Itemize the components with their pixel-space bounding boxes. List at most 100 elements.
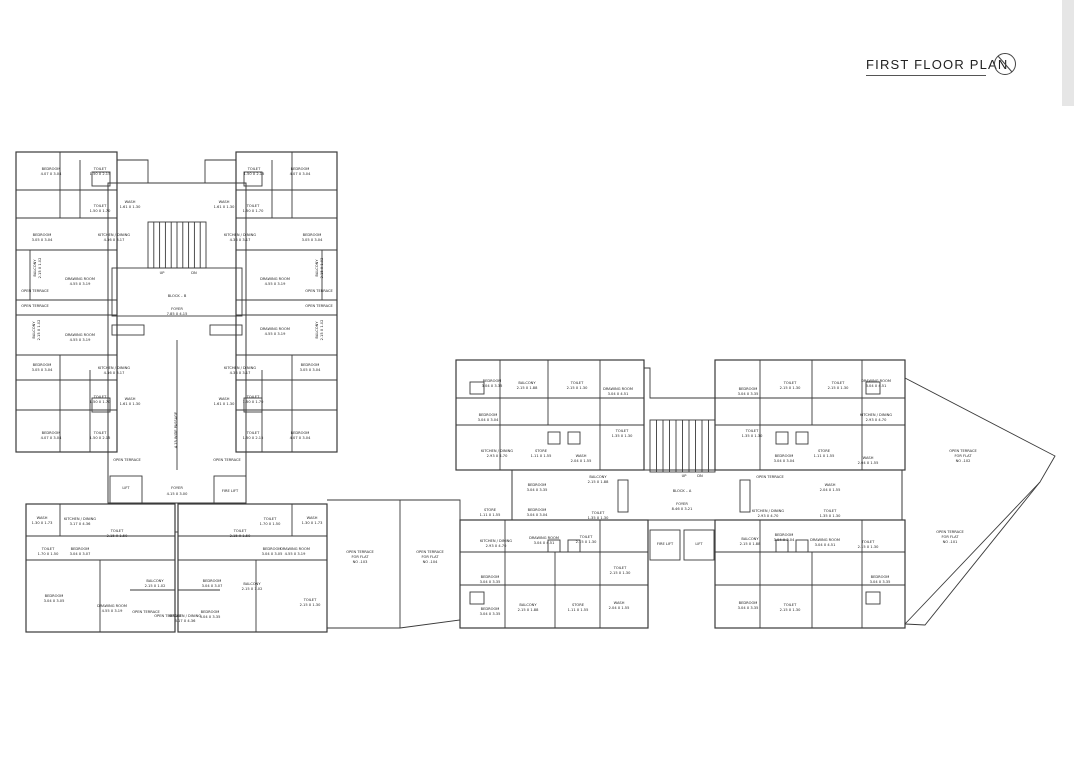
room-size: 1.35 X 1.30	[742, 434, 763, 438]
terrace-label-101: OPEN TERRACE	[936, 530, 964, 534]
room-name: TOILET	[41, 547, 55, 551]
room-name: TOILET	[823, 509, 837, 513]
room-name: DRAWING ROOM	[280, 547, 310, 551]
room-name: TOILET	[247, 167, 261, 171]
room-name: DRAWING ROOM	[529, 536, 559, 540]
block-b-se-flat	[177, 503, 328, 633]
furniture	[795, 539, 809, 553]
stair-up-label: UP	[160, 271, 166, 275]
room-size: 1.30 X 1.73	[302, 521, 323, 525]
room-size: 3.04 X 3.07	[202, 584, 223, 588]
block-b-core	[107, 182, 247, 504]
furniture	[567, 431, 581, 445]
terrace-outline	[327, 499, 461, 629]
room-size: 2.15 X 1.02	[242, 587, 263, 591]
room-name: OPEN TERRACE	[154, 614, 182, 618]
room-size: 2.15 X 1.88	[518, 608, 539, 612]
room-name: BALCONY	[33, 259, 37, 277]
room-name: TOILET	[233, 529, 247, 533]
room-size: 3.05 X 3.04	[32, 368, 53, 372]
room-size: 1.61 X 1.30	[214, 402, 235, 406]
room-size: 4.36 X 3.17	[104, 238, 125, 242]
room-name: BEDROOM	[479, 413, 498, 417]
room-name: DRAWING ROOM	[65, 333, 95, 337]
terrace-label-101: FOR FLAT	[941, 535, 959, 539]
block-b-label: BLOCK – B	[168, 294, 187, 298]
lift-a	[683, 529, 715, 561]
terrace-label-103: NO -103	[353, 560, 368, 564]
room-size: 4.36 X 3.17	[104, 371, 125, 375]
foyer-b	[111, 267, 243, 317]
room-size: 4.07 X 3.04	[41, 172, 62, 176]
room-name: BEDROOM	[739, 601, 758, 605]
room-name: STORE	[535, 449, 548, 453]
foyer-size: 4.15 X 3.00	[167, 492, 188, 496]
room-name: TOILET	[783, 603, 797, 607]
room-open-terrace: OPEN TERRACE	[113, 458, 141, 462]
room-size: 4.07 X 3.04	[290, 172, 311, 176]
room-name: KITCHEN / DINING	[860, 413, 892, 417]
room-open-terrace: OPEN TERRACE	[132, 610, 160, 614]
room-size: 3.04 X 3.05	[44, 599, 65, 603]
terrace-label-104: NO -104	[423, 560, 439, 564]
page-side-tab	[1062, 0, 1074, 106]
room-size: 2.15 X 1.88	[740, 542, 761, 546]
room-name: BEDROOM	[481, 575, 500, 579]
room-name: BEDROOM	[71, 547, 90, 551]
wall	[739, 479, 751, 513]
room-size: 1.50 X 2.15	[90, 436, 111, 440]
room-size: 3.04 X 4.51	[866, 384, 887, 388]
room-size: 1.70 X 1.50	[38, 552, 59, 556]
room-size: 2.93 X 4.70	[866, 418, 887, 422]
room-size: 3.04 X 3.35	[480, 580, 501, 584]
room-size: 4.36 X 3.17	[230, 371, 251, 375]
room-size: 3.17 X 4.36	[70, 522, 91, 526]
room-size: 3.05 X 3.04	[300, 368, 321, 372]
room-name: BALCONY	[243, 582, 261, 586]
room-size: 3.04 X 4.51	[815, 543, 836, 547]
room-size: 2.93 X 4.70	[487, 454, 508, 458]
room-size: 3.04 X 3.35	[200, 615, 221, 619]
terrace-label-102: FOR FLAT	[954, 454, 972, 458]
terrace-label-104: OPEN TERRACE	[416, 550, 444, 554]
lift-label: LIFT	[695, 542, 703, 546]
room-name: WASH	[863, 456, 874, 460]
room-name: BALCONY	[146, 579, 164, 583]
room-name: BEDROOM	[203, 579, 222, 583]
wc-fixture	[865, 381, 881, 395]
room-name: BEDROOM	[483, 379, 502, 383]
room-open-terrace: OPEN TERRACE	[305, 289, 333, 293]
room-open-terrace: OPEN TERRACE	[21, 304, 49, 308]
room-size: 4.55 X 3.19	[70, 282, 91, 286]
terrace-label-101: NO -101	[943, 540, 958, 544]
room-name: OPEN TERRACE	[305, 304, 333, 308]
room-size: 3.04 X 3.35	[738, 392, 759, 396]
